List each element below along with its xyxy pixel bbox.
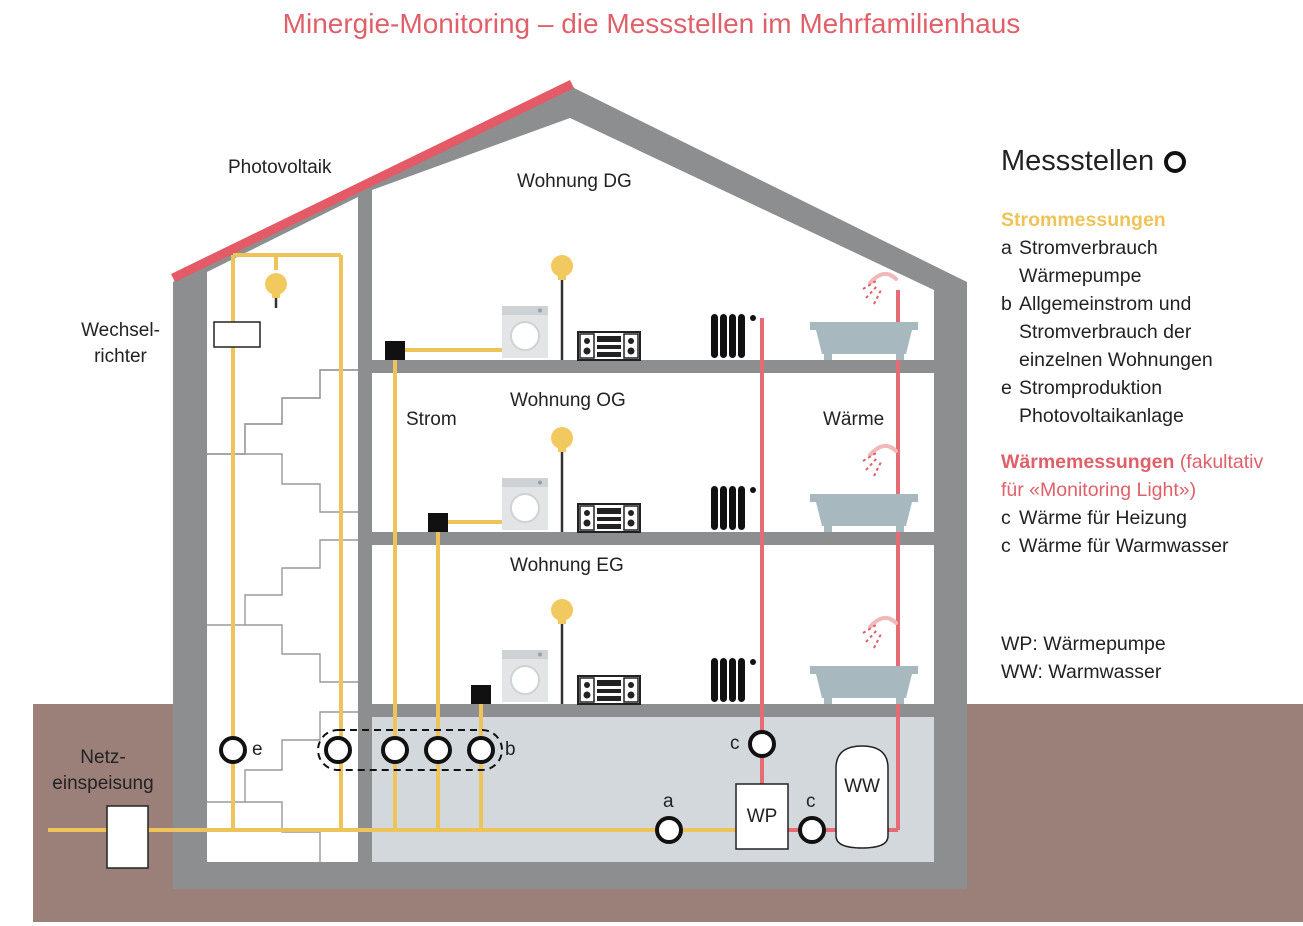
floor-slab-og	[372, 360, 934, 373]
label-wp: WP	[746, 806, 778, 827]
legend: Messstellen Strommessungen a Stromverbrau…	[1001, 145, 1301, 686]
legend-strom-item-text: Allgemeinstrom und Stromverbrauch der ei…	[1019, 293, 1213, 371]
legend-waerme-title: Wärmemessungen	[1001, 451, 1175, 473]
legend-waerme-heading: Wärmemessungen (fakultativ für «Monitori…	[1001, 448, 1301, 504]
legend-strom-item-key: a	[1001, 237, 1012, 259]
floor-slab-ug	[372, 704, 934, 717]
legend-strom-item-key: e	[1001, 377, 1012, 399]
legend-waerme-item-key: c	[1001, 507, 1011, 529]
strom-lines	[48, 253, 736, 832]
label-wohnung-eg: Wohnung EG	[510, 555, 624, 576]
label-wohnung-og: Wohnung OG	[510, 390, 626, 411]
legend-strom-heading: Strommessungen	[1001, 209, 1166, 231]
legend-strom-item-text: Stromproduktion Photovoltaikanlage	[1019, 377, 1184, 427]
label-photovoltaik: Photovoltaik	[228, 157, 332, 178]
label-waerme: Wärme	[823, 409, 885, 430]
label-wechselrichter: Wechsel- richter	[81, 320, 160, 367]
legend-strom-list: a Stromverbrauch Wärmepumpe b Allgemeinstro…	[1001, 234, 1301, 430]
legend-waerme-item: c Wärme für Warmwasser	[1001, 532, 1301, 560]
inverter-box	[213, 321, 261, 348]
floor-og-appliances	[501, 425, 918, 533]
house-interior-left	[207, 197, 358, 862]
floor-slab-eg	[372, 532, 934, 545]
legend-abbr-wp: WP: Wärmepumpe	[1001, 633, 1166, 655]
legend-waerme-item-key: c	[1001, 535, 1011, 557]
label-ww: WW	[844, 776, 880, 797]
electric-meter-icon	[385, 341, 405, 360]
meter-label-e: e	[252, 739, 263, 760]
legend-heading-text: Messstellen	[1001, 145, 1155, 177]
legend-waerme-item-text: Wärme für Heizung	[1019, 507, 1187, 529]
legend-abbr-ww: WW: Warmwasser	[1001, 661, 1162, 683]
electric-meter-icon	[471, 685, 491, 704]
meter-label-c-heizung: c	[730, 733, 740, 754]
label-strom: Strom	[406, 409, 457, 430]
legend-strom-item-text: Stromverbrauch Wärmepumpe	[1019, 237, 1158, 287]
grid-feed-box	[106, 805, 149, 869]
measuring-points	[219, 730, 826, 844]
legend-strom-item: e Stromproduktion Photovoltaikanlage	[1001, 374, 1301, 430]
meter-group-b	[317, 729, 503, 771]
heat-pump-box	[735, 783, 789, 850]
label-wohnung-dg: Wohnung DG	[517, 171, 632, 192]
legend-heading: Messstellen	[1001, 145, 1301, 178]
meter-label-a: a	[663, 791, 674, 812]
solar-roof	[171, 79, 574, 283]
floor-dg-appliances	[501, 253, 918, 361]
legend-waerme-item-text: Wärme für Warmwasser	[1019, 535, 1229, 557]
legend-strom-item: b Allgemeinstrom und Stromverbrauch der e…	[1001, 290, 1301, 374]
floor-eg-appliances	[501, 597, 918, 705]
meter-label-c-warmwasser: c	[806, 791, 816, 812]
electric-meter-icon	[428, 513, 448, 532]
diagram-title: Minergie-Monitoring – die Messstellen im…	[282, 8, 1021, 39]
meter-label-b: b	[505, 739, 516, 760]
hot-water-tank	[835, 745, 889, 849]
legend-strom-item: a Stromverbrauch Wärmepumpe	[1001, 234, 1301, 290]
measuring-point-icon	[1164, 150, 1187, 173]
legend-waerme-item: c Wärme für Heizung	[1001, 504, 1301, 532]
legend-strom-item-key: b	[1001, 293, 1012, 315]
label-netzeinspeisung: Netz- einspeisung	[52, 747, 154, 794]
legend-waerme-note: (fakultativ für «Monitoring Light»)	[1001, 451, 1264, 501]
